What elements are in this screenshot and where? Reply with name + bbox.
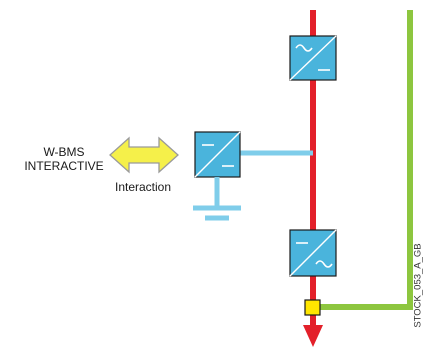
- ac-dc-converter-icon: [289, 35, 337, 81]
- wbms-label-line-2: INTERACTIVE: [24, 159, 104, 173]
- dc-ac-converter-icon: [289, 229, 337, 277]
- interaction-label: Interaction: [115, 180, 172, 194]
- wbms-interactive-label: W-BMS INTERACTIVE: [14, 145, 114, 173]
- double-headed-arrow-icon: [109, 136, 179, 174]
- figure-code-label: STOCK_053_A_GB: [412, 243, 424, 328]
- static-switch-icon: [304, 299, 321, 316]
- dc-dc-converter-icon: [194, 131, 241, 178]
- bypass-line: [318, 10, 413, 310]
- output-arrowhead: [303, 325, 323, 347]
- wbms-label-line-1: W-BMS: [43, 145, 85, 159]
- ground-symbol-icon: [193, 177, 241, 221]
